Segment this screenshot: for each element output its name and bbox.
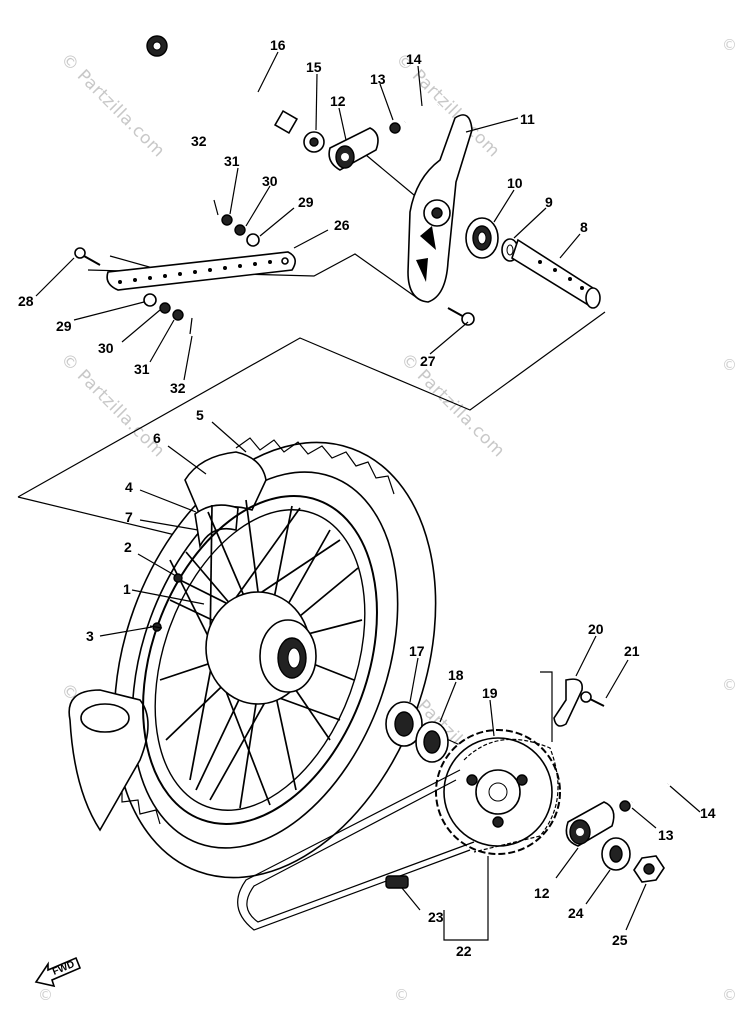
wheel-hub [205, 591, 317, 705]
callout-23: 23 [428, 909, 444, 925]
chain-master-link [385, 875, 409, 889]
adjuster-bolt-top [389, 103, 439, 134]
watermark-copyright: © [722, 676, 737, 694]
spacer-collar [511, 238, 601, 309]
callout-11: 11 [520, 111, 535, 127]
adjuster-bolt-bottom [619, 782, 669, 812]
callout-14-repeat: 14 [700, 805, 716, 821]
watermark-text: © Partzilla.com [56, 49, 168, 161]
callout-10: 10 [507, 175, 523, 191]
callout-32-repeat: 32 [170, 380, 186, 396]
callout-19: 19 [482, 685, 498, 701]
callout-6: 6 [153, 430, 161, 446]
callout-31: 31 [224, 153, 240, 169]
watermark-copyright: © [722, 36, 737, 54]
callout-28: 28 [18, 293, 34, 309]
watermark-copyright: © [38, 986, 53, 1004]
chain-adjuster-top [328, 127, 379, 171]
chain-guard-bracket [553, 678, 605, 727]
torque-rod [106, 251, 296, 291]
watermark-copyright: © [722, 986, 737, 1004]
axle-shaft [146, 35, 299, 135]
drive-chain [237, 738, 559, 931]
callout-18: 18 [448, 667, 464, 683]
callout-27: 27 [420, 353, 436, 369]
torque-plate-bolt [447, 307, 475, 326]
watermark-text: © Partzilla.com [396, 349, 508, 461]
axle-collar-and-nut [601, 837, 665, 883]
callout-leader-lines [35, 51, 701, 941]
torque-rod-bolt [74, 247, 101, 266]
callout-9: 9 [545, 194, 553, 210]
callout-13-repeat: 13 [658, 827, 674, 843]
callout-30-repeat: 30 [98, 340, 114, 356]
callout-24: 24 [568, 905, 584, 921]
callout-29: 29 [298, 194, 314, 210]
callout-13: 13 [370, 71, 386, 87]
watermark-copyright: © [394, 986, 409, 1004]
callout-12-repeat: 12 [534, 885, 550, 901]
callout-4: 4 [125, 479, 133, 495]
callout-21: 21 [624, 643, 640, 659]
axle-nut [303, 131, 325, 153]
chain-adjuster-bottom [565, 801, 615, 847]
callout-17: 17 [409, 643, 425, 659]
rear-sprocket [435, 729, 561, 855]
callout-2: 2 [124, 539, 132, 555]
callout-1: 1 [123, 581, 131, 597]
callout-7: 7 [125, 509, 133, 525]
brake-torque-plate [407, 114, 473, 303]
watermark-text: © Partzilla.com [56, 349, 168, 461]
watermark-copyright: © [722, 356, 737, 374]
callout-30: 30 [262, 173, 278, 189]
callout-22: 22 [456, 943, 472, 959]
callout-15: 15 [306, 59, 322, 75]
hardware-set-bottom [143, 293, 193, 335]
callout-26: 26 [334, 217, 350, 233]
callout-3: 3 [86, 628, 94, 644]
wheel-bearings [385, 701, 449, 763]
callout-20: 20 [588, 621, 604, 637]
forward-direction-arrow: FWD [34, 956, 82, 988]
callout-31-repeat: 31 [134, 361, 150, 377]
callout-32: 32 [191, 133, 207, 149]
bearing-top [465, 217, 499, 259]
callout-5: 5 [196, 407, 204, 423]
callout-labels: 1 2 3 4 5 6 7 8 9 10 11 12 13 14 15 16 1… [18, 37, 716, 959]
callout-16: 16 [270, 37, 286, 53]
hardware-set-top [213, 199, 260, 247]
callout-8: 8 [580, 219, 588, 235]
callout-25: 25 [612, 932, 628, 948]
callout-29-repeat: 29 [56, 318, 72, 334]
callout-14: 14 [406, 51, 422, 67]
callout-12: 12 [330, 93, 346, 109]
